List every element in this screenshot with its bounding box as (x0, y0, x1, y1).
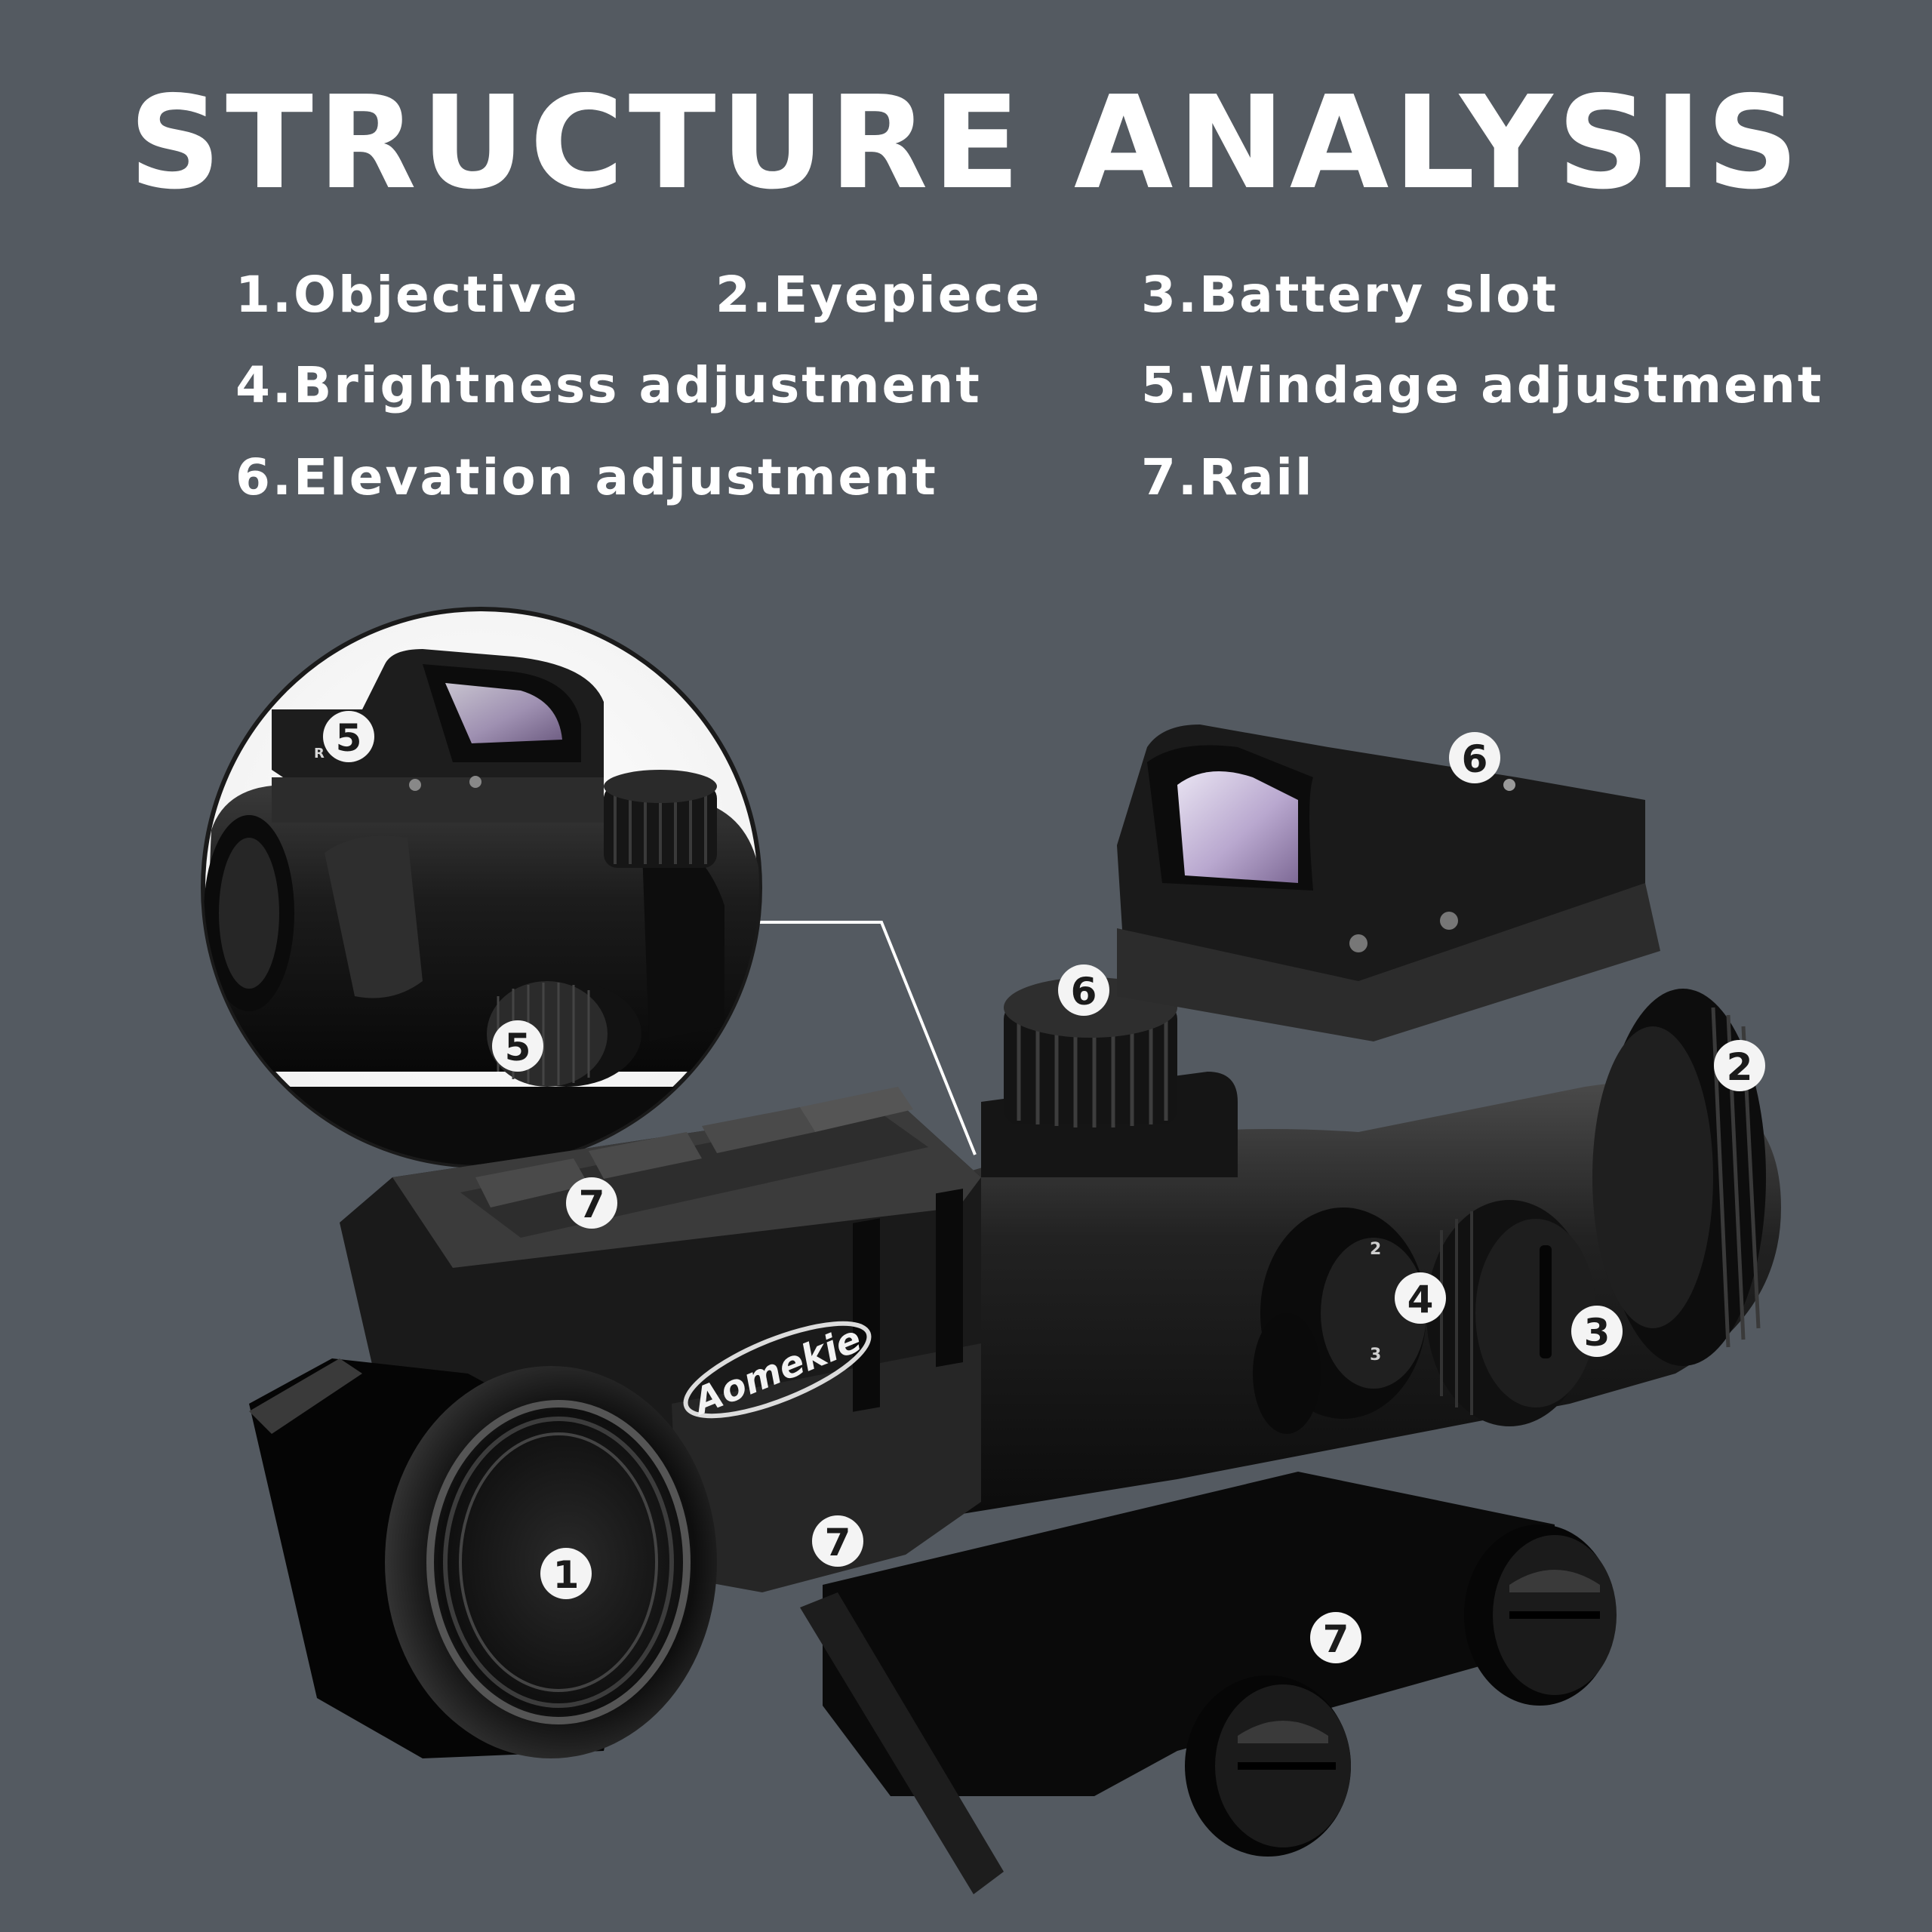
legend-item-brightness-adjustment: 4.Brightness adjustment (235, 356, 982, 414)
svg-text:3: 3 (1584, 1311, 1611, 1355)
callout-elevation-sight: 6 (1449, 732, 1500, 783)
callout-rail-base: 7 (1310, 1612, 1361, 1663)
svg-text:1: 1 (553, 1553, 580, 1597)
connector-line (759, 921, 977, 1155)
red-dot-sight (1117, 724, 1660, 1041)
elevation-turret (981, 977, 1238, 1177)
callout-battery-slot: 3 (1571, 1306, 1623, 1357)
legend-item-objective: 1.Objective (235, 266, 580, 324)
page-title: STRUCTURE ANALYSIS (128, 69, 1804, 218)
callout-windage-inset-knob: 5 (492, 1020, 543, 1072)
callout-brightness: 4 (1395, 1272, 1446, 1324)
legend-item-rail: 7.Rail (1141, 448, 1315, 506)
legend-item-eyepiece: 2.Eyepiece (715, 266, 1042, 324)
callout-badges: 1 2 3 4 5 5 6 6 (323, 711, 1765, 1663)
scope-main: 2 3 Aomekie (249, 724, 1781, 1894)
svg-text:2: 2 (1727, 1045, 1753, 1089)
callout-eyepiece: 2 (1714, 1040, 1765, 1091)
callout-elevation-turret: 6 (1058, 964, 1109, 1016)
battery-cap (1426, 1200, 1596, 1426)
svg-text:5: 5 (336, 716, 362, 760)
parts-legend: 1.Objective 2.Eyepiece 3.Battery slot 4.… (0, 0, 1932, 528)
side-port (1253, 1313, 1321, 1434)
svg-text:7: 7 (579, 1183, 605, 1226)
dial-mark-2: 2 (1370, 1240, 1381, 1259)
callout-objective: 1 (540, 1548, 592, 1599)
dot-sight-mark: R (314, 746, 325, 761)
svg-text:6: 6 (1462, 737, 1488, 781)
svg-text:6: 6 (1071, 970, 1097, 1014)
svg-text:7: 7 (1323, 1617, 1349, 1661)
svg-text:5: 5 (505, 1026, 531, 1069)
svg-text:4: 4 (1407, 1278, 1434, 1321)
callout-rail-top: 7 (566, 1177, 617, 1229)
objective-lens (249, 1358, 717, 1758)
side-rail (672, 1189, 981, 1592)
callout-windage-inset-top: 5 (323, 711, 374, 762)
legend-item-elevation-adjustment: 6.Elevation adjustment (235, 448, 938, 506)
inset-detail-view: R (201, 607, 762, 1168)
mount-screw-rear (1464, 1524, 1617, 1706)
legend-item-windage-adjustment: 5.Windage adjustment (1141, 356, 1824, 414)
legend-item-battery-slot: 3.Battery slot (1141, 266, 1559, 324)
mount-screw-front (1185, 1675, 1351, 1857)
svg-text:7: 7 (825, 1521, 851, 1564)
dial-mark-3: 3 (1370, 1346, 1381, 1364)
callout-rail-side: 7 (812, 1515, 863, 1567)
